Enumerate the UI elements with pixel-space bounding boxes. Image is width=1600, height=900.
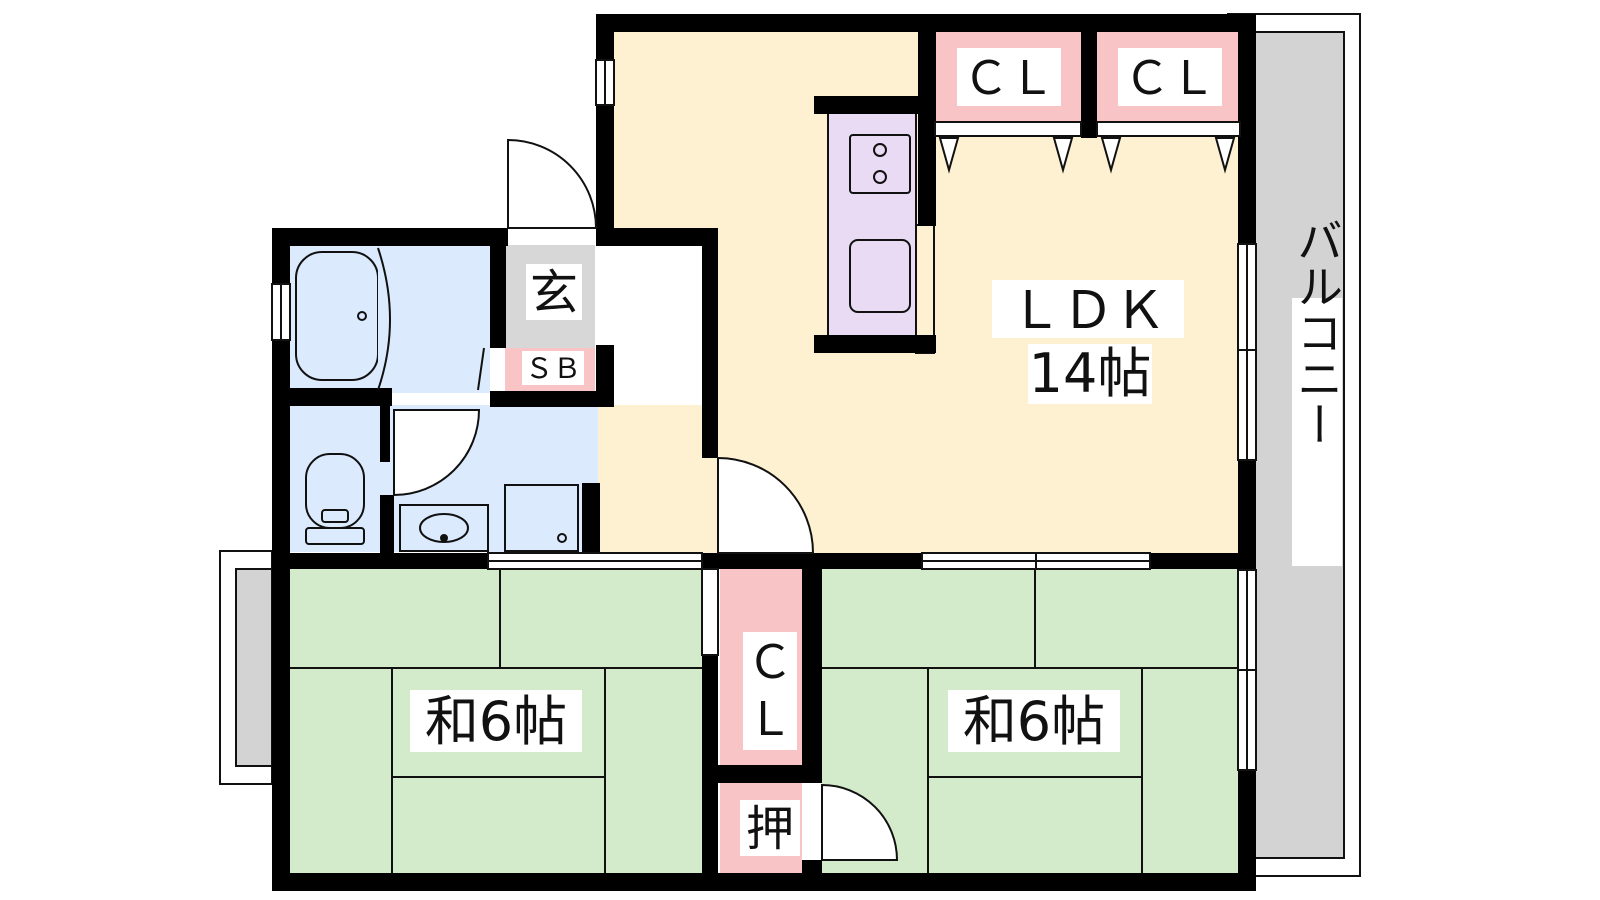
closet-label-top-right: ＣＬ bbox=[1124, 51, 1216, 105]
genkan-label: 玄 bbox=[530, 265, 578, 321]
closet-label-top-left: ＣＬ bbox=[963, 51, 1055, 105]
bathtub-icon bbox=[295, 247, 485, 391]
shoe-box-label: ＳＢ bbox=[525, 352, 581, 385]
closet-rails bbox=[934, 121, 1241, 174]
washitsu-left-label: 和6帖 bbox=[425, 690, 567, 753]
washing-machine-icon bbox=[504, 484, 579, 552]
walls bbox=[272, 14, 1256, 891]
balcony-label: バルコニー bbox=[1290, 217, 1344, 447]
kitchen-sink-icon bbox=[849, 239, 911, 313]
door-swing-icon bbox=[393, 138, 899, 861]
washitsu-right-label: 和6帖 bbox=[963, 690, 1105, 753]
closet-label-middle-c: Ｃ bbox=[747, 635, 793, 689]
stove-icon bbox=[849, 134, 911, 194]
ldk-name: ＬＤＫ bbox=[1010, 281, 1166, 341]
label-backgrounds bbox=[410, 48, 1342, 856]
windows bbox=[271, 59, 1257, 771]
closet-label-middle-l: Ｌ bbox=[747, 692, 793, 746]
washbasin-icon bbox=[399, 504, 489, 552]
side-balcony bbox=[219, 550, 273, 785]
tatami-lines-left bbox=[290, 568, 710, 875]
ldk-size: 14帖 bbox=[1029, 342, 1152, 405]
oshiire-label: 押 bbox=[746, 801, 794, 857]
tatami-lines-right bbox=[822, 568, 1240, 875]
toilet-icon bbox=[305, 453, 365, 545]
